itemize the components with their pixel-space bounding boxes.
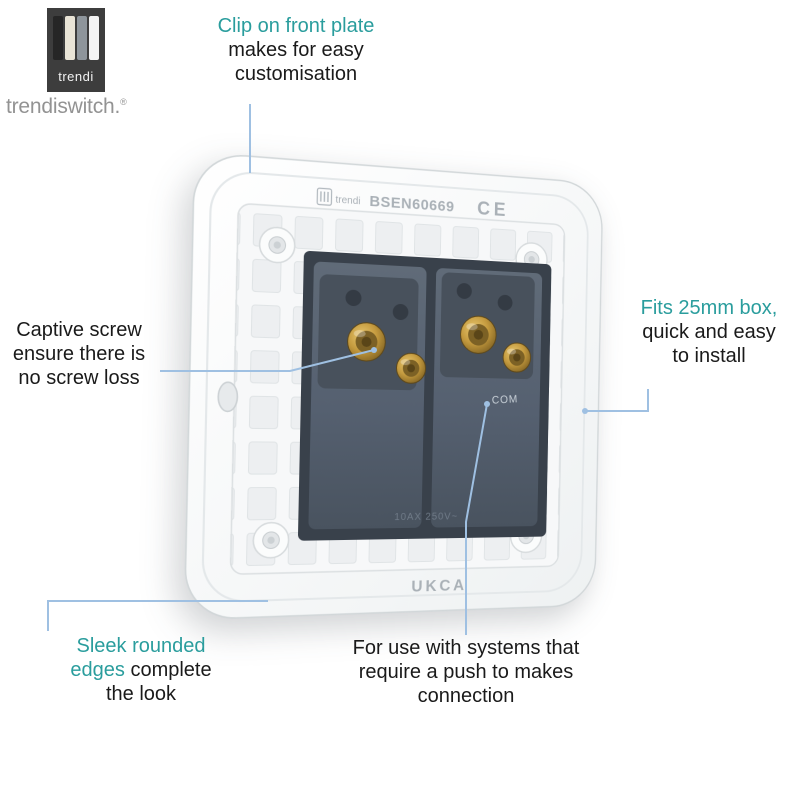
corner-screw-boss bbox=[259, 226, 295, 263]
swatch-white bbox=[89, 16, 99, 60]
registered-mark: ® bbox=[120, 97, 127, 107]
brand-wordmark-text: trendiswitch. bbox=[6, 95, 121, 118]
callout-highlight: Clip on front plate bbox=[217, 15, 375, 37]
callout-push-to-make: For use with systems that require a push… bbox=[324, 636, 608, 708]
callout-text: no screw loss bbox=[18, 367, 140, 389]
ukca-mark: UKCA bbox=[411, 576, 467, 595]
corner-screw-boss bbox=[516, 242, 548, 277]
callout-text: Captive screw bbox=[16, 319, 142, 341]
callout-highlight: Fits 25mm box, bbox=[640, 297, 778, 319]
callout-text: customisation bbox=[234, 63, 358, 85]
brand-wordmark: trendiswitch.® bbox=[6, 95, 127, 119]
ce-mark: CE bbox=[477, 199, 509, 221]
callout-fits-25mm-box: Fits 25mm box, quick and easy to install bbox=[618, 296, 800, 368]
product-photo: trendi BSEN60669 CE bbox=[151, 107, 621, 659]
standard-label: BSEN60669 bbox=[369, 193, 454, 215]
oval-fixing-hole bbox=[218, 382, 238, 412]
callout-text: For use with systems that bbox=[352, 637, 580, 659]
plate-logo-mark: trendi bbox=[317, 188, 361, 207]
swatch-grey bbox=[77, 16, 87, 60]
brass-terminal-screw bbox=[347, 322, 385, 362]
brass-terminal-screw bbox=[396, 353, 426, 384]
callout-clip-on-front-plate: Clip on front plate makes for easy custo… bbox=[196, 14, 396, 86]
module-rating-label: 10AX 250V~ bbox=[394, 512, 458, 523]
terminal-hole bbox=[392, 304, 410, 321]
callout-highlight: edges bbox=[70, 659, 125, 681]
terminal-hole bbox=[345, 289, 362, 307]
brand-logo: trendi bbox=[47, 8, 105, 92]
switch-module: COM 10AX 250V~ bbox=[297, 250, 552, 541]
callout-text: connection bbox=[417, 685, 515, 707]
swatch-cream bbox=[65, 16, 75, 60]
callout-text: complete bbox=[130, 659, 212, 681]
callout-sleek-rounded-edges: Sleek rounded edges complete the look bbox=[56, 634, 226, 706]
callout-text: makes for easy bbox=[228, 39, 364, 61]
switch-backplate-illustration: trendi BSEN60669 CE bbox=[151, 107, 621, 659]
terminal-hole bbox=[456, 282, 472, 300]
callout-text: require a push to makes bbox=[358, 661, 574, 683]
corner-screw-boss bbox=[510, 519, 542, 552]
callout-text: the look bbox=[105, 683, 177, 705]
callout-text: ensure there is bbox=[12, 343, 146, 365]
callout-captive-screw: Captive screw ensure there is no screw l… bbox=[0, 318, 158, 390]
switch-finish-swatches bbox=[53, 16, 99, 60]
brass-terminal-screw bbox=[460, 315, 496, 353]
plate-logo-text: trendi bbox=[335, 195, 360, 208]
callout-text: quick and easy bbox=[642, 321, 776, 343]
brass-terminal-screw bbox=[503, 343, 531, 373]
brand-logo-label: trendi bbox=[58, 69, 94, 84]
callout-highlight: Sleek rounded bbox=[76, 635, 206, 657]
swatch-black bbox=[53, 16, 63, 60]
callout-text: to install bbox=[672, 345, 746, 367]
com-terminal-label: COM bbox=[492, 394, 519, 407]
corner-screw-boss bbox=[253, 522, 289, 558]
